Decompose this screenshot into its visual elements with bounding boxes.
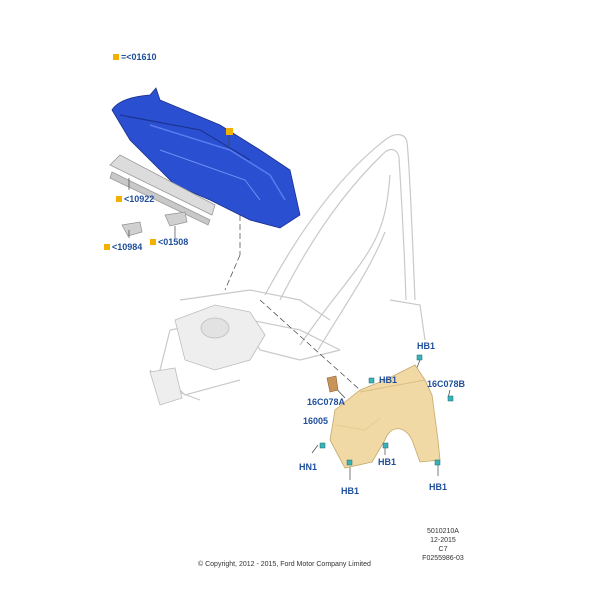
bracket-parts <box>121 211 188 237</box>
callout-hb1-right: HB1 <box>429 482 448 492</box>
fastener-markers <box>319 354 454 466</box>
reference-block: 5010210A 12-2015 C7 F0255986-03 <box>403 527 483 563</box>
callout-16c078b: 16C078B <box>427 379 466 389</box>
apron-structure <box>149 304 266 406</box>
callout-hn1: HN1 <box>299 462 318 472</box>
fastener-hb1-center <box>382 442 389 449</box>
reference-line-2: 12-2015 <box>430 537 456 544</box>
callout-hb1-top: HB1 <box>417 341 436 351</box>
cowl-panel-part <box>111 87 301 229</box>
callout-16005: 16005 <box>303 416 329 426</box>
reference-line-4: F0255986-03 <box>422 555 464 562</box>
marker-square-icon <box>104 244 110 250</box>
fastener-16c078b <box>447 395 454 402</box>
marker-square-icon <box>113 54 119 60</box>
callout-10984: <10984 <box>104 242 142 252</box>
reference-line-3: C7 <box>438 546 448 553</box>
copyright-notice: © Copyright, 2012 - 2015, Ford Motor Com… <box>198 561 371 568</box>
fastener-hb1-mid <box>368 377 375 384</box>
callout-16c078a: 16C078A <box>307 397 346 407</box>
marker-square-icon <box>150 239 156 245</box>
cowl-marker-square <box>226 128 233 135</box>
marker-square-icon <box>116 196 122 202</box>
callout-01610: =<01610 <box>113 52 157 62</box>
callout-01508: <01508 <box>150 237 188 247</box>
fastener-hb1-left <box>346 459 353 466</box>
callout-hb1-left: HB1 <box>341 486 360 496</box>
fastener-hb1-right <box>434 459 441 466</box>
callout-hb1-mid: HB1 <box>379 375 398 385</box>
callout-10922: <10922 <box>116 194 154 204</box>
fender-bracket-part <box>326 375 339 393</box>
fastener-hn1 <box>319 442 326 449</box>
callout-hb1-center: HB1 <box>378 457 397 467</box>
fastener-hb1-top <box>416 354 423 361</box>
reference-line-1: 5010210A <box>427 528 459 535</box>
